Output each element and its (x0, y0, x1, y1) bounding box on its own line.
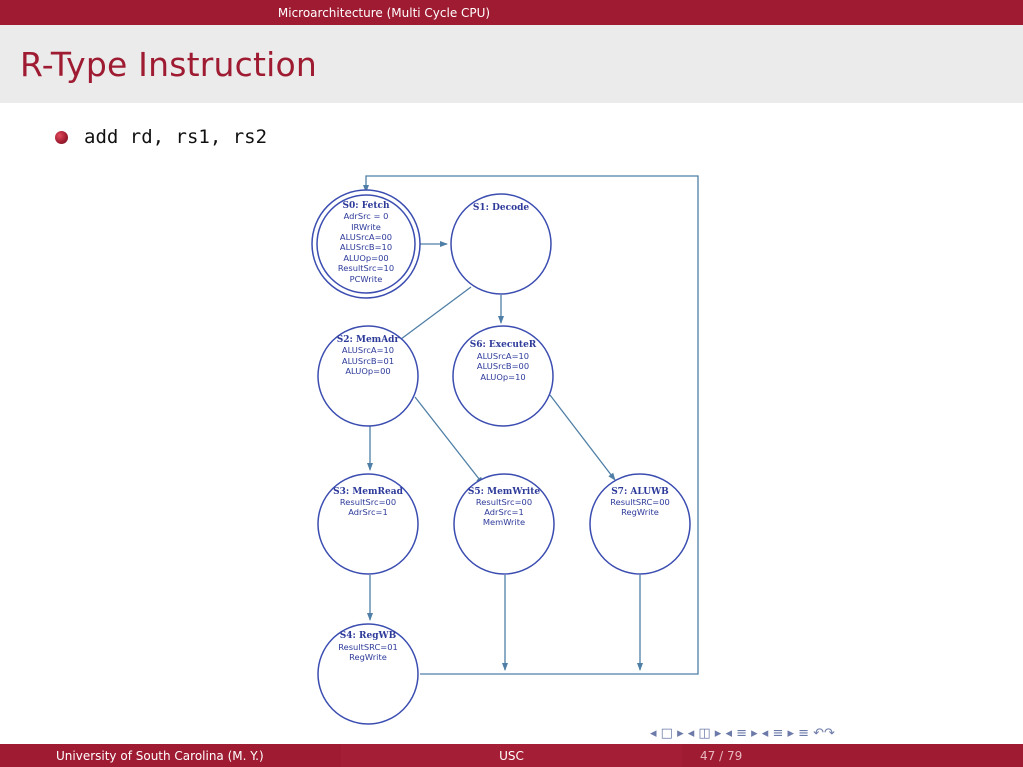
state-s6-circle (452, 325, 554, 427)
state-s5-line: ResultSrc=00 (476, 497, 532, 507)
footer-right: 47 / 79 (682, 744, 1023, 767)
state-s4-line: RegWrite (349, 652, 387, 662)
state-s3-name: S3: MemRead (333, 487, 403, 497)
state-s7-name: S7: ALUWB (611, 487, 669, 497)
state-s0-line: ResultSrc=10 (338, 263, 394, 273)
top-bar: Microarchitecture (Multi Cycle CPU) (0, 0, 1023, 26)
arrow-s2-s5 (414, 396, 484, 485)
slide-title: R-Type Instruction (20, 45, 317, 84)
state-s3-circle (317, 473, 419, 575)
footer-institution: USC (341, 744, 682, 767)
arrow-return-s0 (363, 175, 699, 675)
footer-bar: University of South Carolina (M. Y.) USC… (0, 744, 1023, 767)
state-s0-name: S0: Fetch (342, 201, 389, 211)
state-s3-line: ResultSrc=00 (340, 497, 396, 507)
state-s7-circle (589, 473, 691, 575)
title-bar: R-Type Instruction (0, 25, 1023, 103)
arrow-s6-s7 (549, 394, 616, 481)
state-s4-circle (317, 623, 419, 725)
state-s3-line: AdrSrc=1 (348, 507, 388, 517)
navigation-symbols[interactable]: ◂ □ ▸ ◂ ◫ ▸ ◂ ≡ ▸ ◂ ≡ ▸ ≡ ↶↷ (650, 725, 835, 741)
transition-arrows (363, 175, 699, 675)
state-s7-line: ResultSRC=00 (610, 497, 670, 507)
footer-author: University of South Carolina (M. Y.) (0, 744, 341, 767)
arrow-s1-s2 (392, 286, 472, 346)
state-s5-line: MemWrite (483, 517, 525, 527)
state-s2-line: ALUSrcA=10 (342, 345, 394, 355)
state-s6-line: ALUSrcB=00 (477, 361, 529, 371)
state-s6-line: ALUSrcA=10 (477, 351, 529, 361)
state-s0-circle (316, 194, 416, 294)
state-s4-name: S4: RegWB (340, 631, 397, 641)
state-s4-line: ResultSRC=01 (338, 642, 398, 652)
state-s0-line: ALUSrcA=00 (340, 232, 392, 242)
state-s5-name: S5: MemWrite (468, 487, 540, 497)
page-number: 47 / 79 (700, 748, 743, 763)
state-s0-line: ALUOp=00 (343, 253, 388, 263)
state-s0-line: AdrSrc = 0 (344, 211, 389, 221)
state-s2-line: ALUOp=00 (345, 366, 390, 376)
state-s6-line: ALUOp=10 (480, 372, 525, 382)
state-s0-line: PCWrite (350, 274, 383, 284)
state-s7-line: RegWrite (621, 507, 659, 517)
state-s2-circle (317, 325, 419, 427)
state-labels: S0: Fetch AdrSrc = 0 IRWrite ALUSrcA=00 … (333, 201, 670, 662)
state-s0-line: IRWrite (351, 222, 381, 232)
state-s2-line: ALUSrcB=01 (342, 356, 394, 366)
state-s5-circle (453, 473, 555, 575)
bullet-icon (55, 130, 68, 144)
state-s5-line: AdrSrc=1 (484, 507, 524, 517)
state-s2-name: S2: MemAdr (337, 335, 400, 345)
state-s6-name: S6: ExecuteR (470, 340, 537, 350)
state-circles (311, 189, 691, 725)
state-s0-line: ALUSrcB=10 (340, 242, 392, 252)
bullet-item: add rd, rs1, rs2 (55, 124, 267, 150)
state-s1-name: S1: Decode (473, 203, 530, 213)
instruction-text: add rd, rs1, rs2 (84, 126, 268, 148)
state-s1-circle (450, 193, 552, 295)
top-bar-right (512, 0, 1023, 25)
beamer-navigation[interactable]: ◂ □ ▸ ◂ ◫ ▸ ◂ ≡ ▸ ◂ ≡ ▸ ≡ ↶↷ (650, 722, 1020, 744)
